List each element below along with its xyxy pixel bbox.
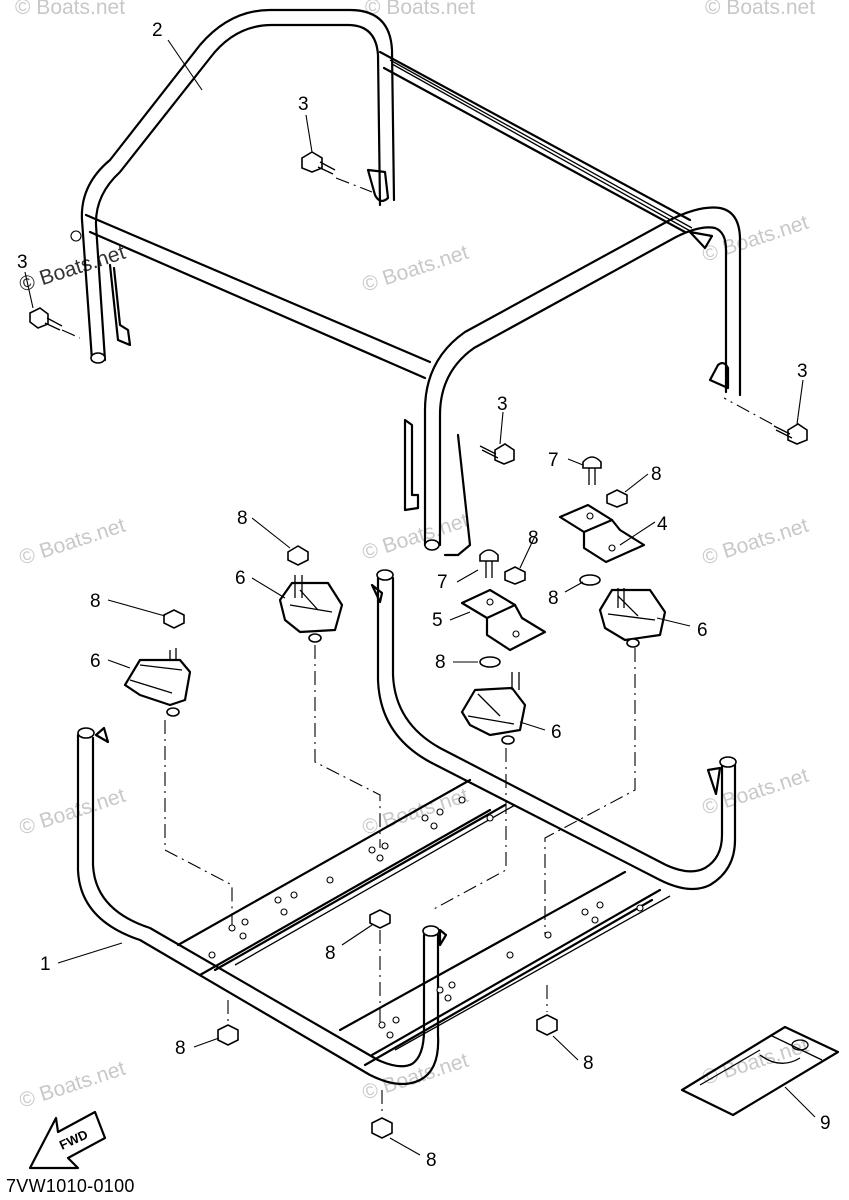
bolt-3-d[interactable]: [723, 397, 808, 445]
watermark: © Boats.net: [699, 211, 811, 267]
watermark: © Boats.net: [16, 1057, 128, 1113]
bolt-3-b[interactable]: [29, 307, 81, 339]
lower-frame[interactable]: [76, 569, 737, 1086]
mount-6-d[interactable]: [598, 588, 667, 648]
callout-3: 3: [797, 361, 808, 382]
callout-7: 7: [548, 450, 559, 471]
callout-1: 1: [40, 954, 51, 975]
callout-8: 8: [435, 652, 446, 673]
callout-5: 5: [432, 610, 443, 631]
callout-6: 6: [551, 722, 562, 743]
watermarks: © Boats.net © Boats.net © Boats.net © Bo…: [15, 0, 815, 1113]
mount-6-a[interactable]: [123, 648, 192, 717]
callouts: 2 3 3 3 3 7 8 4 8 8 6 7 8 8 5 6 6 8 6 1 …: [17, 20, 831, 1171]
callout-8: 8: [651, 464, 662, 485]
fwd-arrow-icon: FWD: [28, 1110, 107, 1170]
rail-holes: [208, 796, 644, 1039]
callout-8: 8: [237, 508, 248, 529]
bolt-7-b[interactable]: [479, 549, 499, 578]
callout-7: 7: [437, 572, 448, 593]
bracket-5[interactable]: [460, 588, 547, 652]
watermark: © Boats.net: [16, 784, 128, 840]
callout-6: 6: [90, 651, 101, 672]
callout-9: 9: [820, 1113, 831, 1134]
leader-lines: [24, 39, 816, 1156]
callout-6: 6: [235, 568, 246, 589]
callout-3: 3: [17, 252, 28, 273]
callout-8: 8: [548, 588, 559, 609]
watermark: © Boats.net: [705, 0, 815, 19]
callout-3: 3: [298, 94, 309, 115]
callout-8: 8: [528, 528, 539, 549]
watermark: © Boats.net: [16, 514, 128, 570]
watermark: © Boats.net: [699, 514, 811, 570]
callout-3: 3: [497, 394, 508, 415]
nuts-8[interactable]: [163, 489, 628, 1139]
callout-8: 8: [175, 1038, 186, 1059]
bolt-3-c[interactable]: [479, 443, 515, 465]
assembly-lines: [164, 645, 636, 1116]
callout-2: 2: [152, 20, 163, 41]
callout-8: 8: [90, 591, 101, 612]
callout-6: 6: [697, 620, 708, 641]
mount-6-b[interactable]: [278, 575, 344, 643]
watermark: © Boats.net: [359, 509, 471, 565]
callout-8: 8: [325, 943, 336, 964]
figure-code: 7VW1010-0100: [6, 1176, 135, 1196]
bracket-4[interactable]: [558, 503, 646, 564]
watermark: © Boats.net: [699, 1034, 811, 1090]
callout-8: 8: [583, 1053, 594, 1074]
bag-9[interactable]: [680, 1025, 840, 1117]
upper-frame[interactable]: [70, 8, 742, 557]
watermark: © Boats.net: [15, 0, 125, 19]
watermark: © Boats.net: [365, 0, 475, 19]
mount-6-c[interactable]: [460, 672, 527, 745]
callout-8: 8: [426, 1150, 437, 1171]
callout-4: 4: [657, 514, 668, 535]
bolt-7-a[interactable]: [582, 456, 602, 485]
watermark: © Boats.net: [359, 241, 471, 297]
bolt-3-a[interactable]: [301, 151, 373, 193]
